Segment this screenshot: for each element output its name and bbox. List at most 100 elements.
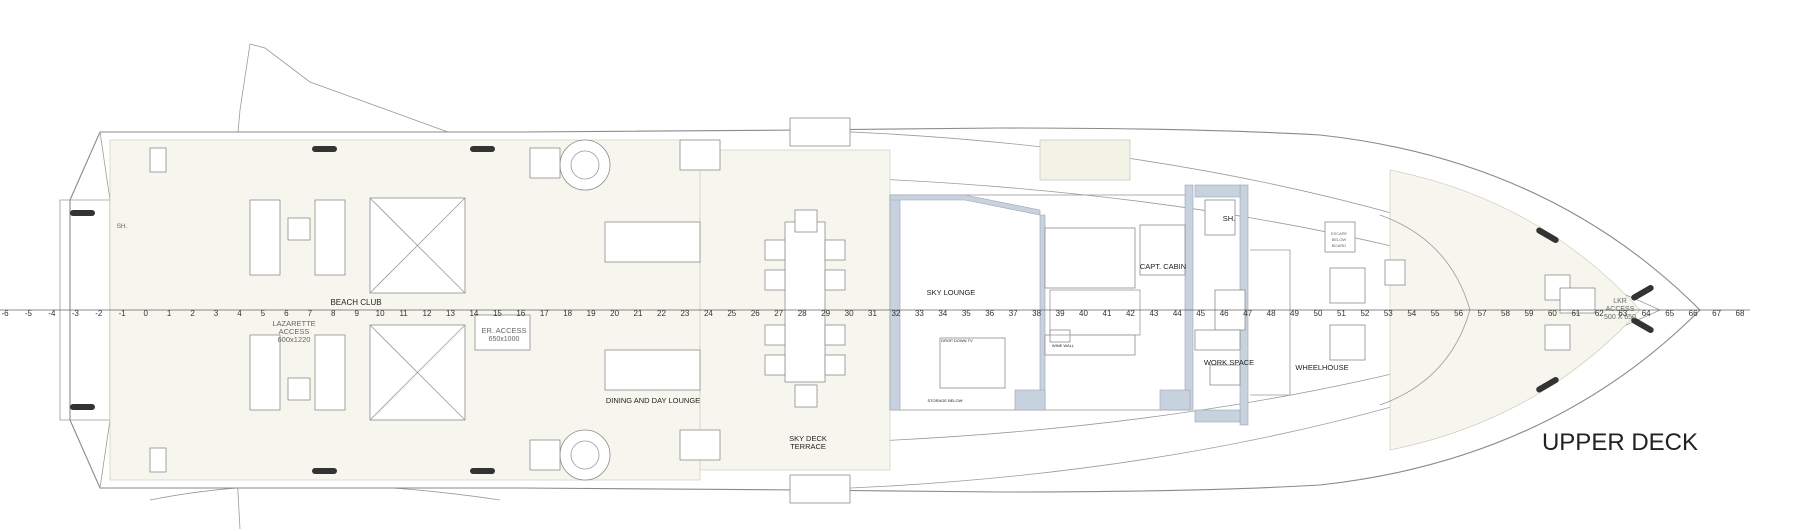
label-terrace: TERRACE [790, 442, 826, 451]
frame-number: 49 [1290, 309, 1299, 318]
frame-number: 7 [308, 309, 313, 318]
label-work-space: WORK SPACE [1204, 358, 1254, 367]
frame-number: 0 [143, 309, 148, 318]
frame-number: 16 [516, 309, 525, 318]
label-lazarette-size: 600x1220 [278, 335, 311, 344]
label-lkr-1: LKR [1613, 298, 1627, 305]
label-er-size: 650x1000 [489, 336, 520, 343]
label-wine-wall: WINE WALL [1052, 343, 1075, 348]
frame-number: -1 [119, 309, 127, 318]
label-escape-1: ESCAPE [1331, 231, 1348, 236]
frame-number: 44 [1173, 309, 1182, 318]
frame-number: 22 [657, 309, 666, 318]
label-lkr-2: ACCESS [1606, 306, 1635, 313]
frame-number: 27 [774, 309, 783, 318]
frame-number: 61 [1571, 309, 1580, 318]
frame-number: 35 [962, 309, 971, 318]
label-lazarette: LAZARETTE [272, 319, 315, 328]
frame-number: 28 [798, 309, 807, 318]
frame-number: 25 [727, 309, 736, 318]
frame-number: 2 [190, 309, 195, 318]
frame-number: 53 [1384, 309, 1393, 318]
frame-number: -6 [1, 309, 9, 318]
frame-number: 38 [1032, 309, 1041, 318]
frame-number: 23 [680, 309, 689, 318]
frame-number: 47 [1243, 309, 1252, 318]
frame-number: 46 [1220, 309, 1229, 318]
label-wheelhouse: WHEELHOUSE [1295, 363, 1348, 372]
frame-number: 6 [284, 309, 289, 318]
frame-number: 15 [493, 309, 502, 318]
frame-number: 32 [891, 309, 900, 318]
frame-number: 36 [985, 309, 994, 318]
frame-number: 13 [446, 309, 455, 318]
frame-number: 42 [1126, 309, 1135, 318]
frame-number: 43 [1149, 309, 1158, 318]
dining-lounge-furniture [604, 209, 846, 408]
frame-number: 4 [237, 309, 242, 318]
label-escape-2: BELOW [1332, 237, 1347, 242]
frame-number: 3 [214, 309, 219, 318]
label-sky-lounge: SKY LOUNGE [927, 288, 976, 297]
frame-number: 5 [261, 309, 266, 318]
frame-number: 66 [1689, 309, 1698, 318]
frame-number: 63 [1618, 309, 1627, 318]
frame-number: 8 [331, 309, 336, 318]
deck-cleats [70, 146, 1654, 474]
label-capt-cabin: CAPT. CABIN [1140, 262, 1186, 271]
frame-number: 14 [469, 309, 478, 318]
frame-number: 37 [1009, 309, 1018, 318]
frame-number: 30 [845, 309, 854, 318]
frame-number: 57 [1478, 309, 1487, 318]
page-title: UPPER DECK [1542, 429, 1698, 456]
frame-number: 56 [1454, 309, 1463, 318]
label-er-access: ER. ACCESS [481, 326, 526, 335]
frame-number: 20 [610, 309, 619, 318]
frame-number: 41 [1103, 309, 1112, 318]
frame-number: 40 [1079, 309, 1088, 318]
frame-number: 48 [1267, 309, 1276, 318]
frame-number: 26 [751, 309, 760, 318]
interior-walls [889, 184, 1596, 426]
frame-number: 12 [423, 309, 432, 318]
label-lazarette-access: ACCESS [279, 327, 310, 336]
frame-number: 64 [1642, 309, 1651, 318]
frame-number: 19 [587, 309, 596, 318]
frame-number: 51 [1337, 309, 1346, 318]
frame-number: -2 [95, 309, 103, 318]
frame-number: 10 [376, 309, 385, 318]
frame-number: 31 [868, 309, 877, 318]
label-shower: SH. [1223, 214, 1236, 223]
label-storage: STORAGE BELOW [927, 398, 962, 403]
frame-number: 60 [1548, 309, 1557, 318]
label-shower-aft: SH. [117, 223, 128, 230]
frame-number: 50 [1314, 309, 1323, 318]
frame-number: 34 [938, 309, 947, 318]
frame-number: 52 [1360, 309, 1369, 318]
frame-number: 62 [1595, 309, 1604, 318]
frame-number: 54 [1407, 309, 1416, 318]
frame-number: 29 [821, 309, 830, 318]
frame-number: 24 [704, 309, 713, 318]
winches [529, 117, 851, 504]
beach-club-furniture [149, 147, 531, 473]
frame-number: 65 [1665, 309, 1674, 318]
frame-number: 9 [354, 309, 359, 318]
frame-number: -5 [25, 309, 33, 318]
frame-number: 18 [563, 309, 572, 318]
frame-number: 1 [167, 309, 172, 318]
label-sky-deck: SKY DECK [789, 434, 827, 443]
label-lkr-3: 500 X 650 [1604, 314, 1636, 321]
label-drop-down-tv: DROP DOWN TV [941, 338, 973, 343]
frame-number: 67 [1712, 309, 1721, 318]
frame-number: 55 [1431, 309, 1440, 318]
label-beach-club: BEACH CLUB [330, 298, 381, 307]
label-escape-3: BOARD [1332, 243, 1346, 248]
label-dining-lounge: DINING AND DAY LOUNGE [606, 396, 700, 405]
frame-number: 17 [540, 309, 549, 318]
frame-number: 11 [399, 309, 408, 318]
frame-number: -4 [48, 309, 56, 318]
frame-number: -3 [72, 309, 80, 318]
